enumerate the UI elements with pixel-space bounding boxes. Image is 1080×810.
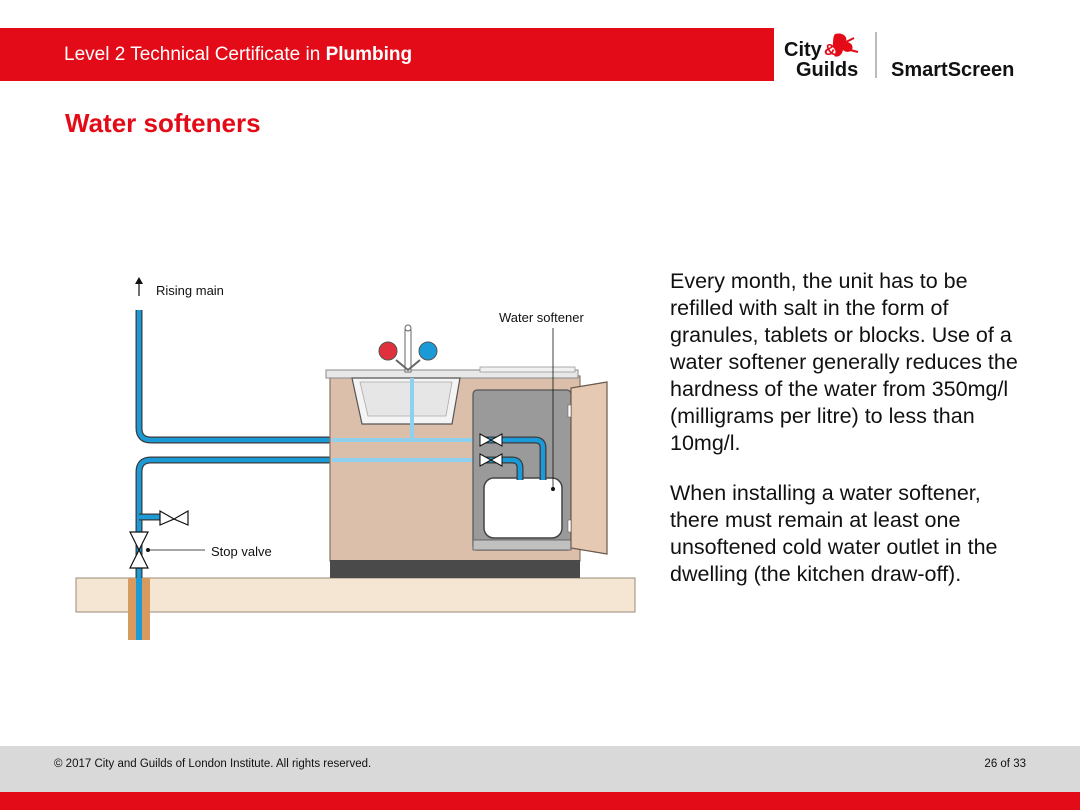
water-softener-diagram: Rising main Stop valve Water softener	[75, 277, 636, 640]
label-stop-valve: Stop valve	[211, 544, 272, 559]
footer-page-number: 26 of 33	[984, 758, 1026, 770]
course-title-prefix: Level 2 Technical Certificate in	[64, 44, 326, 65]
logo-smartscreen-text: SmartScreen	[891, 59, 1014, 81]
tap-body	[395, 359, 421, 372]
drain-valve-icon	[159, 509, 189, 526]
stop-valve-icon	[129, 531, 149, 569]
hot-tap-handle-icon	[378, 341, 398, 361]
header-bar	[0, 28, 774, 81]
lion-icon	[832, 33, 859, 57]
body-text: Every month, the unit has to be refilled…	[670, 268, 1025, 611]
cabinet-feed-pipes	[332, 434, 480, 462]
city-guilds-smartscreen-logo: City & Guilds SmartScreen	[784, 32, 1014, 81]
lower-pipe	[136, 457, 332, 578]
door-hinge-top	[567, 404, 572, 418]
rising-main-pipe-outline	[135, 310, 332, 444]
tap-top	[404, 324, 412, 332]
footer-copyright: © 2017 City and Guilds of London Institu…	[54, 758, 372, 770]
label-rising-main: Rising main	[156, 283, 224, 298]
isolation-valve-lower-icon	[479, 453, 503, 467]
slide-title: Water softeners	[65, 108, 261, 138]
door-hinge-bottom	[567, 519, 572, 533]
paragraph-unsoftened-outlet: When installing a water softener, there …	[670, 481, 998, 586]
sink-inner	[359, 381, 453, 417]
footer-bar	[0, 746, 1080, 792]
tap-spout	[404, 329, 412, 373]
logo-city-text: City	[784, 39, 823, 61]
rising-main-pipe	[136, 310, 332, 443]
course-title: Level 2 Technical Certificate in Plumbin…	[64, 44, 412, 66]
cold-tap-handle-icon	[418, 341, 438, 361]
cabinet-door	[570, 381, 608, 555]
isolation-valve-upper-icon	[479, 433, 503, 447]
label-water-softener: Water softener	[499, 310, 584, 325]
softener-inlet-pipe	[480, 437, 546, 480]
water-softener-pointer-dot	[551, 487, 555, 491]
floor-pipe	[136, 578, 142, 640]
water-softener-unit	[483, 477, 563, 539]
up-arrow-icon	[135, 277, 143, 284]
stop-valve-pointer-dot	[146, 548, 150, 552]
bottom-bar	[0, 792, 1080, 810]
paragraph-salt-refill: Every month, the unit has to be refilled…	[670, 269, 1018, 455]
floor-slab	[75, 577, 636, 613]
worktop-edge	[479, 366, 576, 373]
compartment-shelf	[472, 539, 572, 551]
cabinet-plinth	[330, 560, 580, 578]
softener-outlet-pipe	[480, 457, 523, 480]
course-title-subject: Plumbing	[325, 44, 413, 65]
logo-guilds-text: Guilds	[796, 59, 858, 81]
